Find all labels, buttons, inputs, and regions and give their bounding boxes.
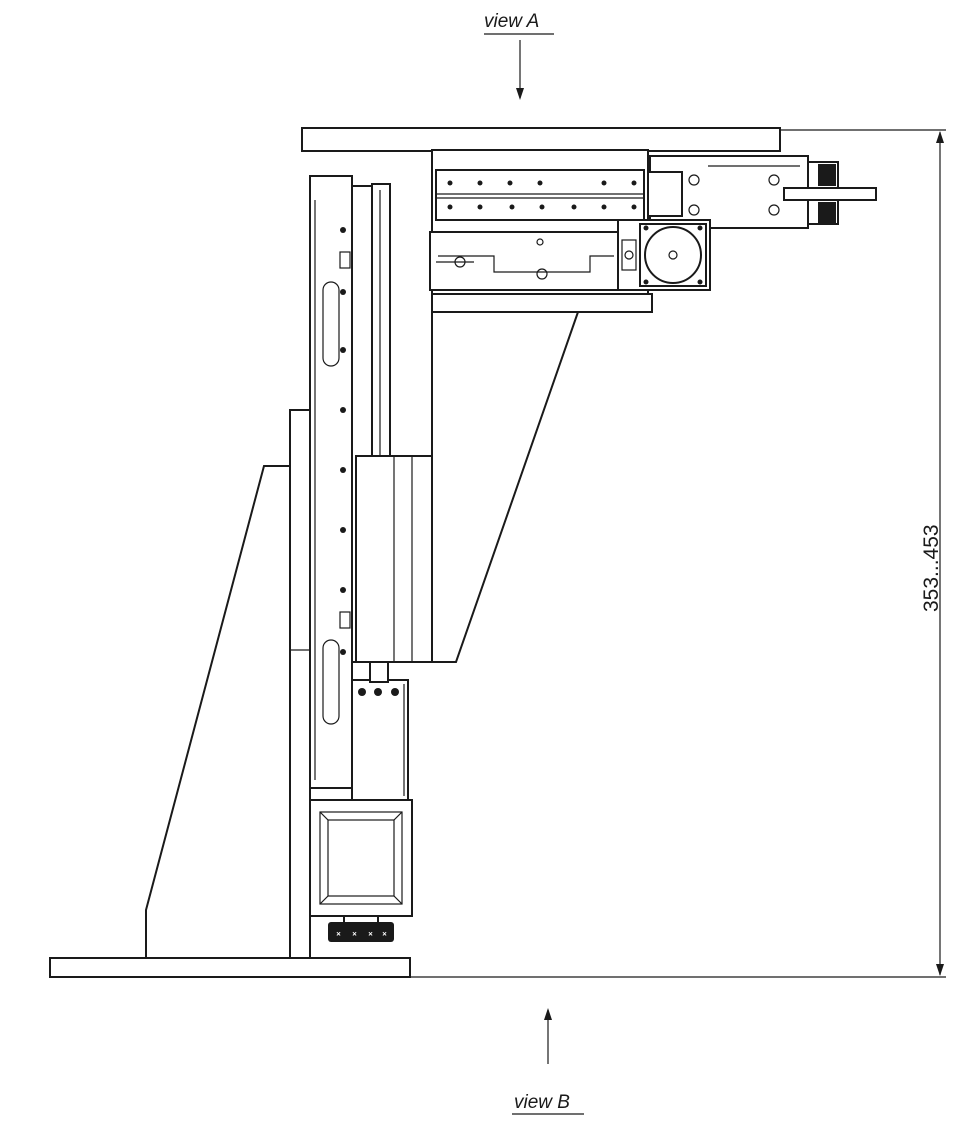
motor-chamfer: [393, 811, 403, 821]
rail-bolt: [507, 180, 513, 186]
carriage-hole: [536, 268, 548, 280]
rail-bolt: [537, 180, 543, 186]
motor-chamfer: [393, 895, 403, 905]
dim-arrow-top: [936, 131, 944, 143]
connector-mark: ✕: [368, 931, 373, 938]
motor-chamfer: [319, 811, 329, 821]
horizontal-motor-face: [644, 226, 702, 284]
coupling: [369, 661, 389, 683]
rail-bolt: [601, 180, 607, 186]
rail-bolt: [509, 204, 515, 210]
connector-mark: ✕: [336, 931, 341, 938]
adapter-bolt: [358, 688, 366, 696]
profile-bolt: [340, 227, 346, 233]
rail-bolt: [631, 204, 637, 210]
profile-slot-upper: [339, 251, 351, 269]
profile-bolt: [340, 467, 346, 473]
rail-bolt: [447, 204, 453, 210]
motor-bolt: [697, 225, 703, 231]
profile-bolt: [340, 649, 346, 655]
motor-bracket-hole: [624, 250, 634, 260]
rail-bolt: [539, 204, 545, 210]
vertical-motor-adapter: [351, 679, 409, 801]
profile-bolt: [340, 407, 346, 413]
rail-bolt: [601, 204, 607, 210]
motor-bolt: [697, 279, 703, 285]
connector-mark: ✕: [382, 931, 387, 938]
gripper-jaw-upper: [818, 164, 836, 186]
motor-bolt: [643, 279, 649, 285]
profile-bolt: [340, 527, 346, 533]
vertical-motor-core: [327, 819, 395, 897]
vertical-motor-inner: [319, 811, 403, 905]
horizontal-carriage: [429, 231, 633, 291]
rail-bolt: [631, 180, 637, 186]
profile-bolt: [340, 347, 346, 353]
slide-mount-plate: [431, 293, 653, 313]
gripper-finger: [783, 187, 877, 201]
motor-chamfer: [319, 895, 329, 905]
horizontal-rail: [435, 169, 645, 221]
vertical-bracket: [289, 409, 311, 959]
gripper-screw: [688, 204, 700, 216]
rail-bolt: [447, 180, 453, 186]
motor-bolt: [643, 225, 649, 231]
rail-bolt: [477, 204, 483, 210]
carriage-profile: [438, 255, 614, 273]
top-plate: [301, 127, 781, 152]
dim-arrow-bottom: [936, 964, 944, 976]
view-a-label: view A: [484, 11, 539, 32]
view-b-label: view B: [514, 1092, 570, 1113]
gripper-adapter: [647, 171, 683, 217]
base-plate: [49, 957, 411, 978]
gripper-screw: [768, 204, 780, 216]
gripper-screw: [688, 174, 700, 186]
dimension-value: 353...453: [920, 524, 943, 612]
adapter-bolt: [374, 688, 382, 696]
left-gusset: [145, 465, 290, 958]
motor-connector: [328, 922, 394, 942]
view-a-arrowhead: [516, 88, 524, 100]
adapter-bolt: [391, 688, 399, 696]
slot-hole-upper: [322, 281, 340, 367]
profile-bolt: [340, 289, 346, 295]
slot-hole-lower: [322, 639, 340, 725]
profile-bolt: [340, 587, 346, 593]
gripper-jaw-lower: [818, 202, 836, 224]
profile-slot-lower: [339, 611, 351, 629]
right-gusset: [431, 311, 579, 663]
rail-bolt: [571, 204, 577, 210]
rail-bolt: [477, 180, 483, 186]
motor-bracket: [621, 239, 637, 271]
gripper-screw: [768, 174, 780, 186]
carriage-hole: [536, 238, 544, 246]
connector-mark: ✕: [352, 931, 357, 938]
motor-shaft: [668, 250, 678, 260]
